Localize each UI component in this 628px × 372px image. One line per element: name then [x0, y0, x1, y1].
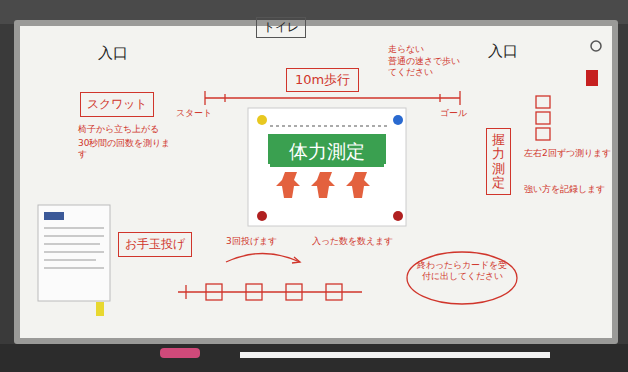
note: 椅子から立ち上がる [78, 124, 159, 135]
station-box: スクワット [80, 92, 154, 117]
node-text: 10m歩行 [295, 71, 350, 89]
note: 終わったらカードを受付に出してください [416, 260, 508, 282]
node-text: お手玉投げ [125, 236, 185, 253]
note: 普通の速さで歩いてください [388, 56, 468, 78]
note: 入った数を数えます [312, 236, 393, 247]
node-text: 体力測定 [274, 139, 380, 165]
note: 3回投げます [226, 236, 277, 247]
node-text: スクワット [87, 96, 147, 113]
node-text: 握力測定 [492, 133, 505, 190]
note: 30秒間の回数を測ります [78, 138, 178, 160]
station-box: 握力測定 [486, 128, 511, 195]
entrance-label: 入口 [488, 42, 518, 60]
entrance-label: 入口 [98, 44, 128, 62]
station-box: お手玉投げ [118, 232, 192, 257]
start-label: スタート [176, 108, 212, 119]
note: 強い方を記録します [524, 184, 612, 195]
note: 左右2回ずつ測ります [524, 148, 612, 159]
note: 走らない [388, 44, 424, 55]
station-box: 10m歩行 [286, 68, 359, 92]
title-band: 体力測定 [270, 137, 384, 167]
node-text: トイレ [263, 19, 299, 36]
goal-label: ゴール [440, 108, 467, 119]
station-box: トイレ [256, 17, 306, 38]
